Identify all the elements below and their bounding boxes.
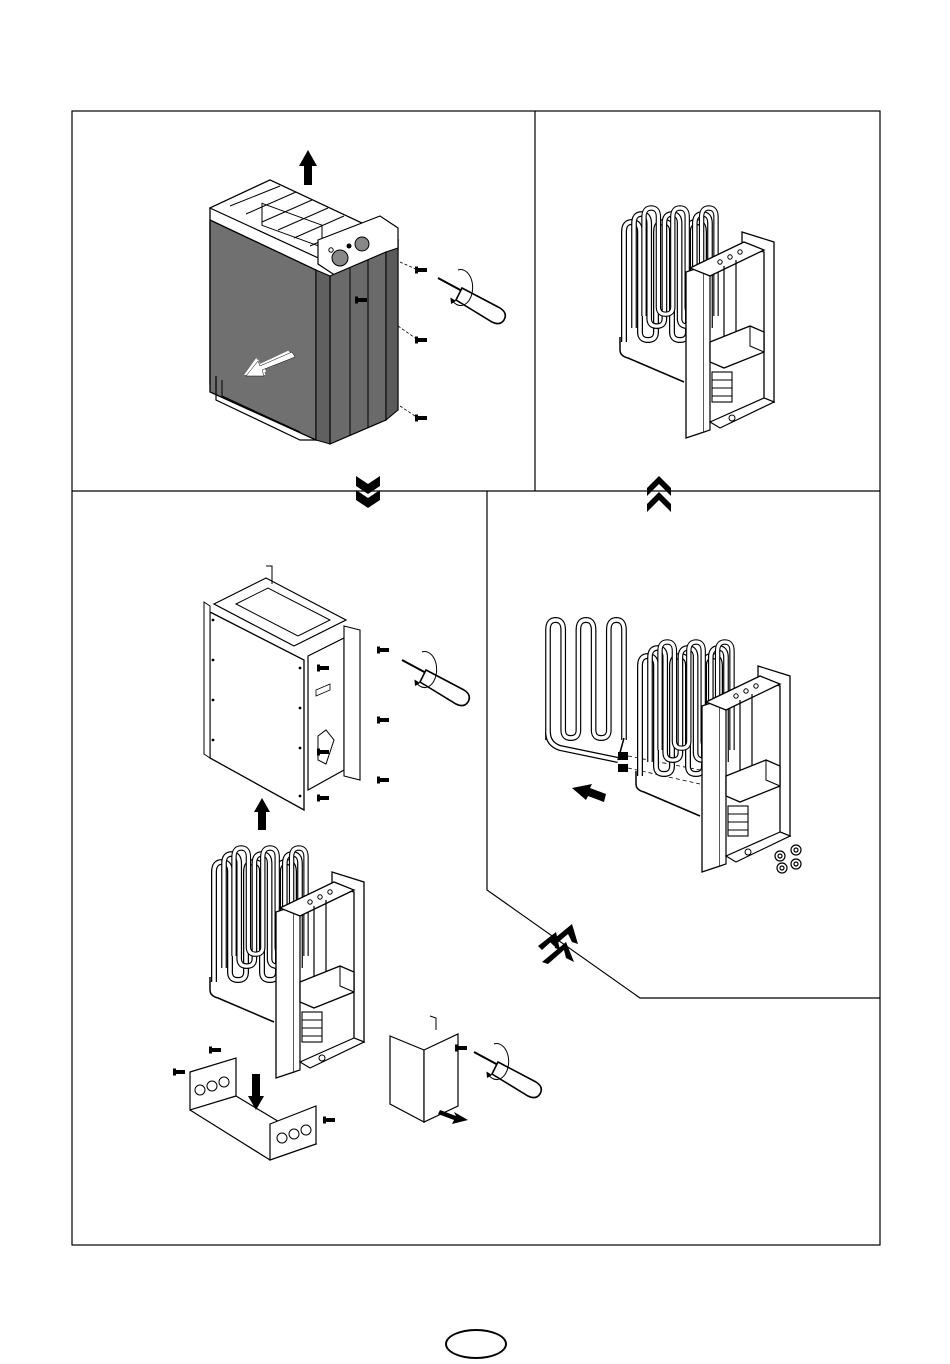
screwdriver-icon: [438, 270, 505, 324]
knob-right-icon: [355, 237, 369, 251]
pull-out-arrow: [572, 784, 606, 802]
panel-replace-element: [548, 620, 801, 873]
screw-icon: [415, 415, 427, 422]
screw-icon: [323, 1117, 335, 1124]
knob-left-icon: [332, 250, 348, 266]
nut-icon: [775, 845, 801, 873]
lift-up-arrow: [254, 798, 270, 830]
pull-out-arrow: [438, 1110, 468, 1124]
panel-dismantle: [173, 566, 541, 1160]
screw-icon: [173, 1069, 185, 1076]
page-language-badge: [445, 1329, 507, 1359]
screw-icon: [377, 777, 389, 784]
screw-icon: [415, 267, 427, 274]
screw-icon: [415, 337, 427, 344]
screw-icon: [317, 795, 329, 802]
down-chevron-icon: [356, 476, 380, 522]
screwdriver-icon: [474, 1044, 541, 1098]
lift-up-arrow: [299, 150, 317, 185]
panel-remove-casing: [210, 150, 505, 444]
screwdriver-icon: [402, 652, 469, 706]
up-chevron-icon: [647, 476, 671, 512]
screw-icon: [377, 717, 389, 724]
screw-icon: [377, 647, 389, 654]
screw-icon: [455, 1045, 467, 1052]
panel-element-frame: [620, 208, 774, 438]
screw-icon: [209, 1047, 221, 1054]
